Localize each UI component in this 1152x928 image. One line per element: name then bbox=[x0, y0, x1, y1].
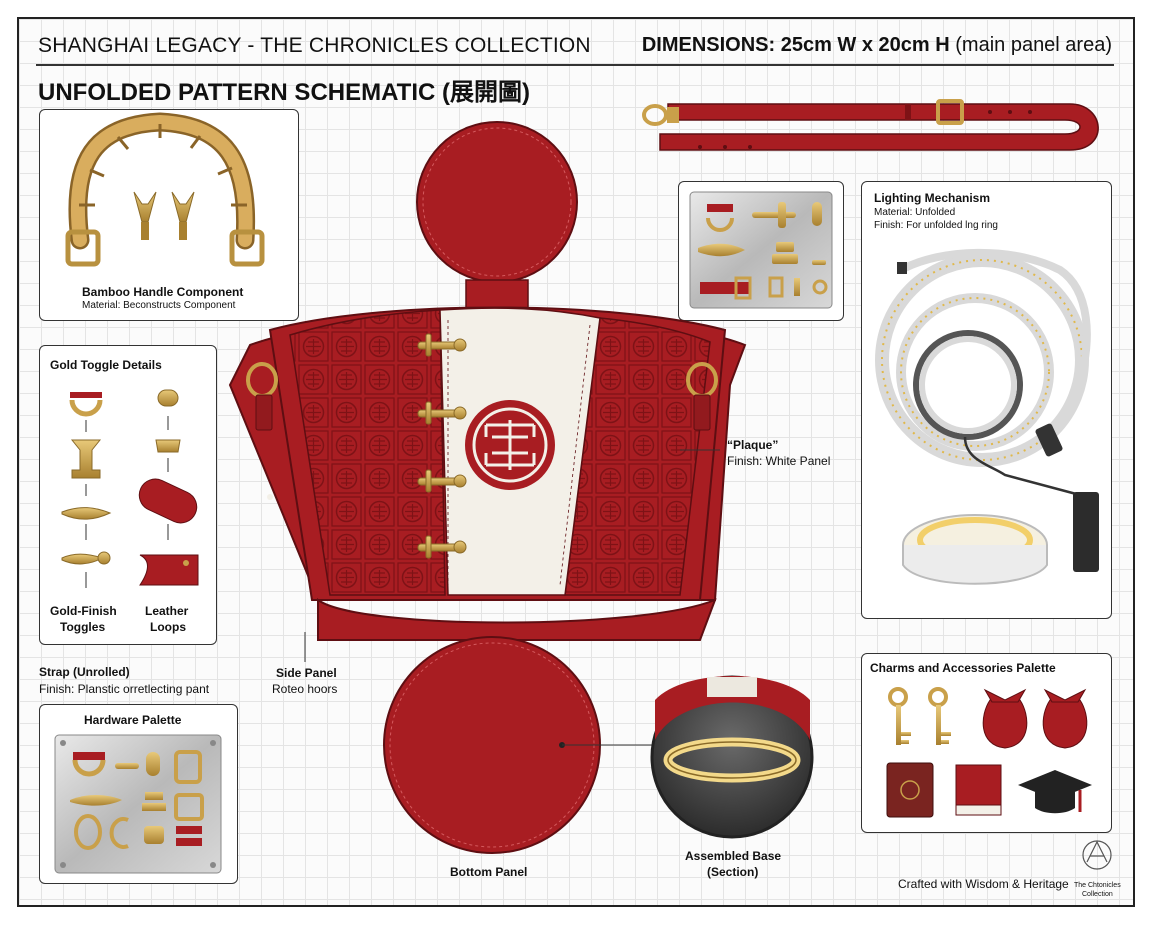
gold-toggle-illustrations bbox=[61, 389, 199, 588]
gold-toggle-title: Gold Toggle Details bbox=[50, 358, 162, 372]
dimensions-note: (main panel area) bbox=[955, 34, 1112, 56]
plaque-finish: Finish: White Panel bbox=[727, 454, 831, 468]
header-rule bbox=[36, 64, 1114, 66]
gold-toggle-left-caption-1: Gold-Finish bbox=[50, 604, 117, 618]
assembled-base-section bbox=[650, 675, 814, 839]
lighting-mechanism-illustration bbox=[875, 248, 1099, 585]
dimensions-label: DIMENSIONS: 25cm W x 20cm H bbox=[641, 34, 950, 56]
lighting-finish: Finish: For unfolded lng ring bbox=[874, 220, 998, 231]
collection-logo-emblem bbox=[1082, 840, 1112, 870]
bamboo-handle-material: Material: Beconstructs Component bbox=[82, 300, 236, 311]
main-front-panel bbox=[228, 306, 747, 662]
assembled-base-title-1: Assembled Base bbox=[685, 849, 782, 863]
logo-line-1: The Chtonicles bbox=[1074, 882, 1121, 889]
schematic-title: UNFOLDED PATTERN SCHEMATIC (展開圖) bbox=[38, 79, 530, 106]
hardware-palette-bottom-items bbox=[54, 734, 222, 874]
crafted-tagline: Crafted with Wisdom & Heritage bbox=[898, 877, 1069, 891]
bamboo-handle-title: Bamboo Handle Component bbox=[82, 285, 244, 299]
charms-illustrations bbox=[886, 687, 1092, 818]
charms-title: Charms and Accessories Palette bbox=[870, 661, 1056, 675]
gold-toggle-right-caption-1: Leather bbox=[145, 604, 189, 618]
hardware-palette-top-items bbox=[689, 191, 833, 309]
top-circle-panel bbox=[416, 121, 578, 283]
strap-title: Strap (Unrolled) bbox=[39, 665, 130, 679]
lighting-material: Material: Unfolded bbox=[874, 207, 956, 218]
strap-finish: Finish: Planstic orretlecting pant bbox=[39, 682, 210, 696]
hardware-palette-title: Hardware Palette bbox=[84, 713, 182, 727]
lighting-title: Lighting Mechanism bbox=[874, 191, 991, 205]
assembled-base-title-2: (Section) bbox=[707, 865, 759, 879]
side-panel-sub: Roteo hoors bbox=[272, 682, 338, 696]
bamboo-handle-illustration bbox=[65, 112, 265, 267]
dimensions-heading: DIMENSIONS: 25cm W x 20cm H (main panel … bbox=[642, 34, 1112, 57]
plaque-title: “Plaque” bbox=[727, 438, 779, 452]
gold-toggle-left-caption-2: Toggles bbox=[60, 620, 106, 634]
gold-toggle-right-caption-2: Loops bbox=[150, 620, 186, 634]
strap-illustration bbox=[642, 99, 1099, 151]
bottom-panel bbox=[383, 636, 655, 854]
bottom-panel-title: Bottom Panel bbox=[450, 865, 528, 879]
logo-line-2: Collection bbox=[1082, 891, 1113, 898]
collection-title: SHANGHAI LEGACY - THE CHRONICLES COLLECT… bbox=[38, 34, 591, 57]
side-panel-title: Side Panel bbox=[276, 666, 337, 680]
